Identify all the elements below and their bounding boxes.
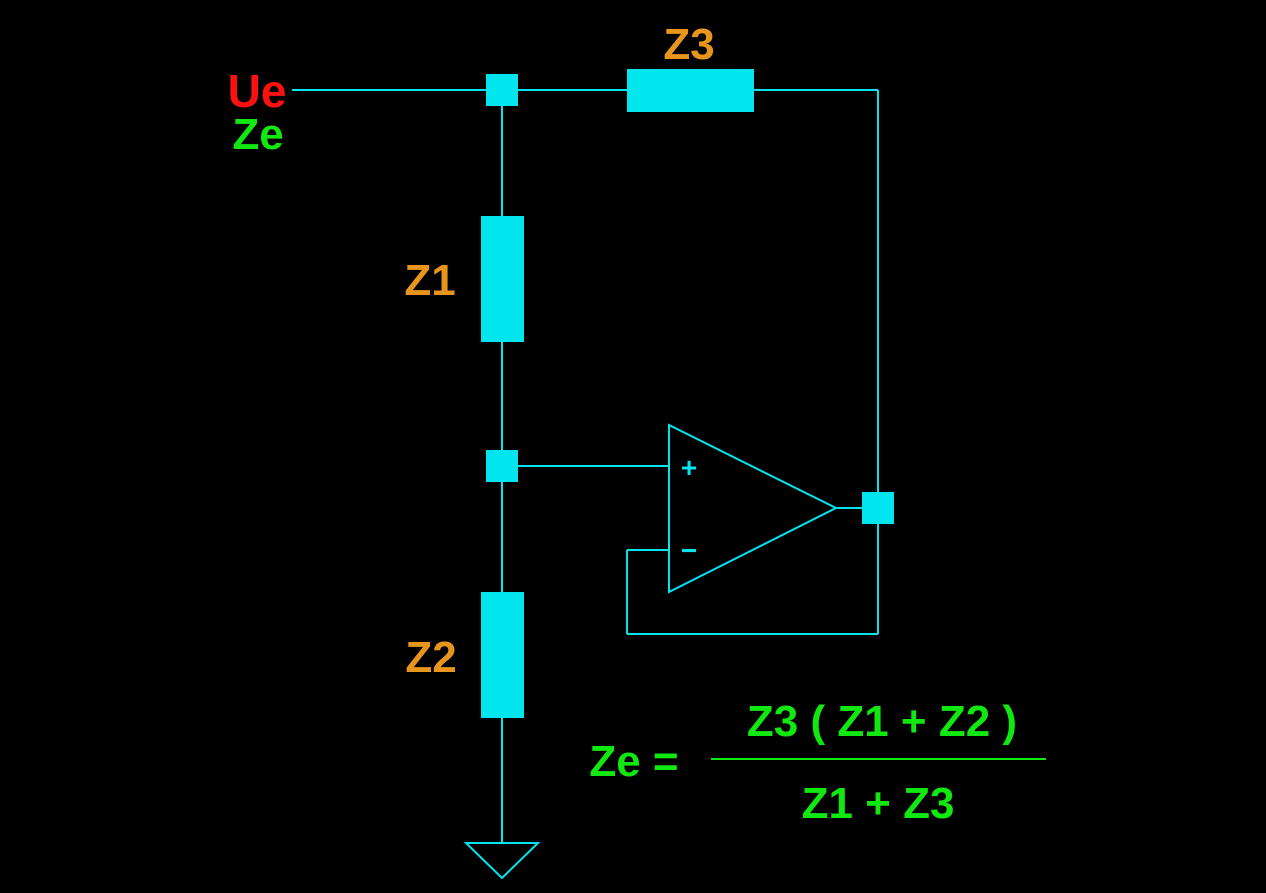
z3-resistor (627, 69, 754, 112)
formula-lhs: Ze = (589, 737, 678, 786)
input-voltage-label: Ue (228, 65, 287, 117)
wires (292, 89, 879, 880)
junction-middle (486, 450, 518, 482)
formula-numerator: Z3 ( Z1 + Z2 ) (747, 697, 1017, 746)
ground-symbol (463, 842, 541, 880)
impedances (481, 69, 754, 718)
junction-output (862, 492, 894, 524)
z1-resistor (481, 216, 524, 342)
opamp-minus-symbol: − (681, 535, 697, 566)
z3-label: Z3 (663, 20, 714, 69)
z2-label: Z2 (405, 633, 456, 682)
input-impedance-label: Ze (232, 110, 283, 159)
opamp-plus-symbol: + (681, 452, 697, 483)
z2-resistor (481, 592, 524, 718)
formula-denominator: Z1 + Z3 (802, 779, 955, 828)
opamp-triangle (668, 423, 839, 594)
junction-top (486, 74, 518, 106)
z1-label: Z1 (404, 256, 455, 305)
junctions (486, 74, 894, 524)
